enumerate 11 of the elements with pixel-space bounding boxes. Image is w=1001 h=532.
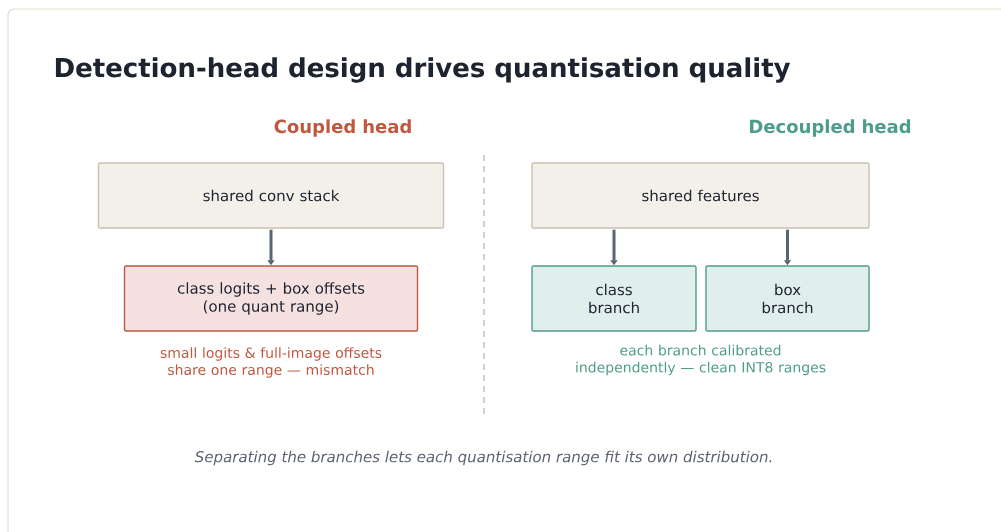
branch-box: box branch [705,265,870,332]
panel-heading: Coupled head [274,119,411,137]
note: each branch calibrated independently — clean INT8 ranges [576,344,826,376]
note: small logits & full-image offsets share one range — mismatch [160,347,382,378]
title: Detection-head design drives quantisation quality [55,57,791,83]
layer-box: shared features [531,162,870,229]
layer-box: shared conv stack [97,162,445,229]
panel-heading: Decoupled head [750,119,911,137]
output-box: class logits + box offsets (one quant range) [123,265,419,332]
caption: Separating the branches lets each quantisation range fit its own distribution. [194,450,772,466]
branch-box: class branch [531,265,697,332]
